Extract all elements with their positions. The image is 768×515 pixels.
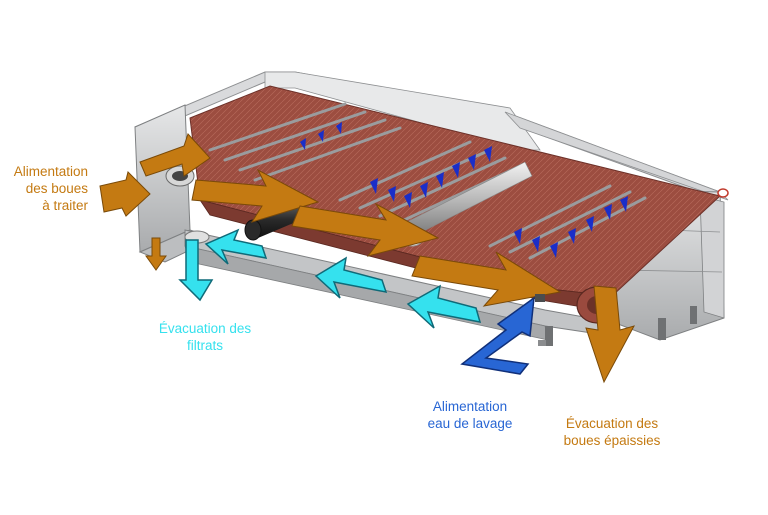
spray-bars <box>208 102 647 260</box>
label-thickened-line2: boues épaissies <box>563 433 661 448</box>
label-sludge-feed-line3: à traiter <box>42 198 88 213</box>
sludge-belt-arrow-1-icon <box>139 133 211 177</box>
label-sludge-feed: Alimentation des boues à traiter <box>4 163 88 214</box>
label-filtrate-line1: Évacuation des <box>158 321 252 336</box>
label-filtrate-outlet: Évacuation des filtrats <box>155 320 255 354</box>
filtrate-down-arrow-icon <box>178 239 214 302</box>
sludge-flow-arrows <box>99 133 635 384</box>
label-filtrate-line2: filtrats <box>186 338 223 353</box>
sludge-belt-arrow-3-icon <box>291 202 440 257</box>
sludge-belt-arrow-2-icon <box>191 168 320 223</box>
label-sludge-feed-line1: Alimentation <box>13 164 88 179</box>
label-wash-line1: Alimentation <box>432 399 508 414</box>
sludge-feed-arrow-icon <box>99 171 151 217</box>
spray-nozzles <box>300 122 628 258</box>
label-thickened-line1: Évacuation des <box>565 416 659 431</box>
filtrate-arrow-3-icon <box>406 284 482 329</box>
label-wash-line2: eau de lavage <box>427 416 513 431</box>
filtrate-arrow-2-icon <box>314 256 388 299</box>
filtrate-arrow-1-icon <box>204 228 268 265</box>
label-wash-water: Alimentation eau de lavage <box>418 398 522 432</box>
sludge-belt-arrow-4-icon <box>411 251 562 307</box>
sludge-exit-arrow-icon <box>585 285 635 384</box>
filtrate-flow-arrows <box>178 228 482 329</box>
sludge-drop-arrow-icon <box>145 237 167 271</box>
label-thickened-outlet: Évacuation des boues épaissies <box>556 415 668 449</box>
wash-water-arrow-icon <box>460 296 535 375</box>
wash-water-arrow <box>460 296 535 375</box>
label-sludge-feed-line2: des boues <box>25 181 88 196</box>
